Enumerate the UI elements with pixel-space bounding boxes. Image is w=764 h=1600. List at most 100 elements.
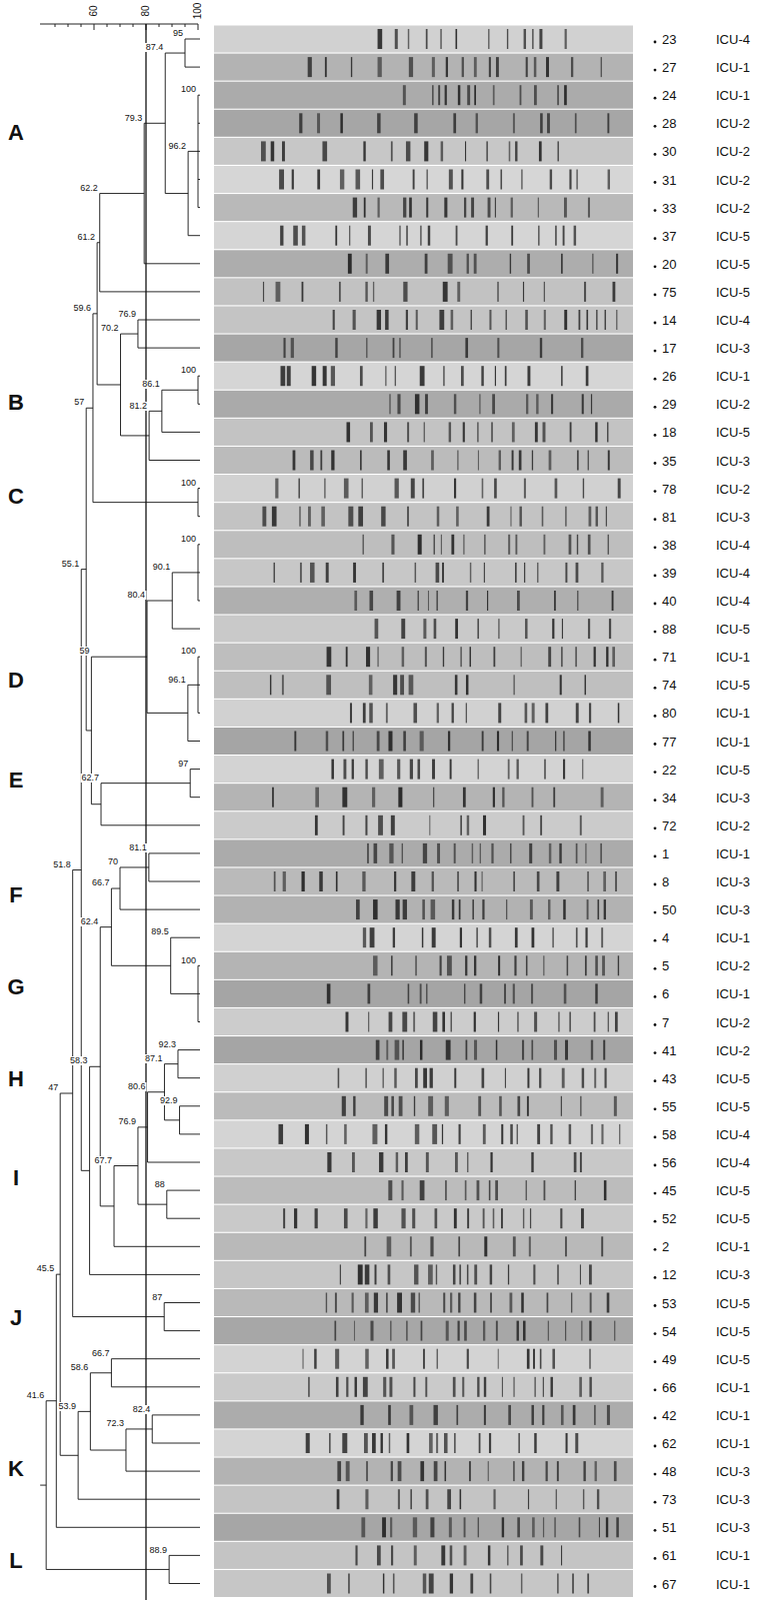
gel-band [517, 1097, 520, 1117]
gel-band [474, 956, 476, 976]
gel-band [502, 788, 504, 808]
gel-band [452, 900, 454, 920]
gel-band [594, 1069, 596, 1089]
gel-band [386, 1041, 388, 1061]
gel-band [352, 1294, 354, 1314]
tree-branch [171, 938, 200, 939]
isolate-number: 75 [662, 285, 676, 298]
gel-band [464, 198, 466, 218]
tree-branch [149, 411, 162, 412]
gel-band [449, 422, 451, 442]
gel-band [425, 394, 428, 414]
gel-lane [214, 363, 633, 390]
gel-band [403, 732, 406, 752]
similarity-value: 59.6 [72, 304, 92, 313]
lane-dot [654, 996, 657, 999]
gel-band [488, 29, 489, 49]
lane-dot [654, 1137, 657, 1140]
gel-lane [214, 812, 633, 839]
gel-band [388, 732, 392, 752]
isolate-number: 77 [662, 735, 676, 748]
gel-band [565, 563, 567, 583]
gel-band [360, 1406, 363, 1426]
gel-band [402, 1013, 407, 1033]
tree-branch [188, 151, 198, 152]
axis-tick [133, 24, 134, 27]
gel-band [576, 170, 577, 190]
gel-band [455, 29, 457, 49]
gel-band [499, 1097, 502, 1117]
axis-tick-label: 80 [141, 5, 151, 16]
gel-band [558, 141, 559, 161]
tree-branch [126, 1429, 152, 1430]
isolate-number: 34 [662, 791, 676, 804]
similarity-value: 62.4 [80, 918, 100, 927]
tree-branch [126, 1472, 200, 1473]
gel-band [513, 872, 515, 892]
gel-band [314, 1350, 316, 1370]
gel-band [383, 1378, 386, 1398]
gel-band [560, 1209, 562, 1229]
axis-tick-label: 100 [193, 3, 203, 20]
gel-band [395, 479, 399, 499]
gel-band [401, 1181, 403, 1201]
gel-band [470, 647, 471, 667]
gel-band [616, 254, 618, 274]
gel-band [585, 675, 586, 695]
gel-lane [214, 1262, 633, 1289]
isolate-number: 45 [662, 1185, 676, 1198]
axis-tick [198, 24, 199, 30]
gel-band [527, 1350, 530, 1370]
gel-band [426, 29, 428, 49]
gel-band [430, 1069, 433, 1089]
gel-band [450, 1546, 453, 1566]
gel-band [426, 1153, 429, 1173]
gel-band [372, 170, 373, 190]
gel-lane [214, 869, 633, 896]
gel-band [399, 226, 400, 246]
gel-band [490, 1575, 492, 1595]
gel-band [471, 310, 472, 330]
gel-band [604, 1181, 607, 1201]
gel-band [305, 1125, 309, 1145]
gel-band [346, 647, 348, 667]
gel-band [420, 226, 421, 246]
gel-band [434, 1462, 438, 1482]
gel-band [365, 816, 367, 836]
gel-band [484, 1406, 486, 1426]
gel-lane [214, 138, 633, 165]
icu-label: ICU-4 [716, 538, 750, 551]
gel-band [272, 507, 277, 527]
gel-band [360, 366, 363, 386]
gel-band [337, 1462, 341, 1482]
gel-band [489, 1181, 491, 1201]
gel-lane [214, 166, 633, 193]
gel-lane [214, 1234, 633, 1261]
lane-dot [654, 1165, 657, 1168]
gel-band [354, 1322, 355, 1342]
tree-branch [180, 1134, 200, 1135]
gel-band [413, 703, 417, 723]
tree-branch [138, 1205, 167, 1206]
isolate-number: 81 [662, 510, 676, 523]
isolate-number: 30 [662, 145, 676, 158]
gel-band [373, 900, 378, 920]
gel-band [554, 1518, 555, 1538]
gel-band [356, 900, 360, 920]
lane-dot [654, 575, 657, 578]
gel-band [374, 844, 378, 864]
axis-tick [94, 24, 95, 30]
gel-band [588, 451, 589, 471]
gel-band [366, 338, 367, 358]
isolate-number: 35 [662, 454, 676, 467]
gel-band [365, 282, 367, 302]
gel-lane [214, 1150, 633, 1177]
gel-band [385, 1125, 387, 1145]
gel-band [559, 844, 561, 864]
gel-band [433, 788, 434, 808]
gel-lane [214, 1065, 633, 1092]
gel-band [450, 1575, 453, 1595]
gel-lane [214, 644, 633, 671]
gel-band [467, 1209, 469, 1229]
gel-band [429, 1575, 434, 1595]
